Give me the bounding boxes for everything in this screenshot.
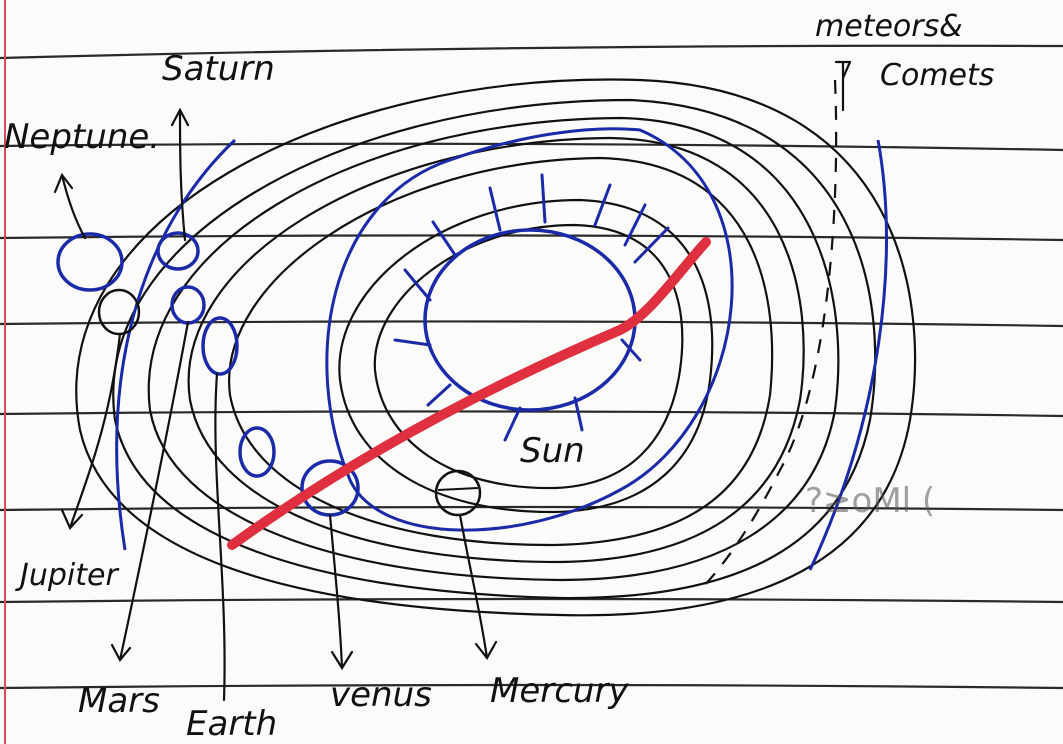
label-arrows <box>53 60 852 702</box>
planet-mercury-band <box>437 487 479 491</box>
arrow-saturn <box>170 107 190 242</box>
sun-ray <box>633 226 670 264</box>
sun-ray <box>503 406 522 442</box>
sun-ray <box>431 220 457 257</box>
sun-rays <box>393 173 670 442</box>
orbit <box>187 136 805 564</box>
label-mars: Mars <box>78 681 160 721</box>
ruled-line <box>0 505 1063 512</box>
sun-ray <box>540 173 547 224</box>
orbit <box>338 198 714 514</box>
label-mercury: Mercury <box>490 671 629 711</box>
label-sun: Sun <box>520 431 585 471</box>
label-neptune: Neptune. <box>4 117 160 157</box>
arrow-mercury <box>458 513 498 660</box>
sun-ray <box>593 183 612 227</box>
sun-ray <box>573 396 584 432</box>
arrow-earth <box>214 372 226 702</box>
ruled-line <box>0 44 1063 60</box>
planet-neptune <box>56 232 124 292</box>
orbit-blue-outer-right <box>808 139 888 571</box>
label-venus: venus <box>330 675 432 715</box>
orbit-blue-inner <box>325 127 734 532</box>
arrow-meteors <box>834 60 852 112</box>
planet-mars <box>201 316 239 376</box>
label-comets: Comets <box>880 58 994 93</box>
planet-earth <box>238 426 276 478</box>
arrow-venus <box>328 513 354 671</box>
faint-text: ?≥oMl ( <box>805 481 935 521</box>
orbit <box>228 156 774 547</box>
orbit-outer <box>75 78 917 617</box>
ruled-line <box>0 597 1063 604</box>
meteor-comet-belt <box>699 79 838 591</box>
ruled-line <box>0 320 1063 328</box>
orbit <box>147 116 840 582</box>
label-earth: Earth <box>186 704 277 744</box>
sun-ray <box>620 338 642 362</box>
label-jupiter: Jupiter <box>15 558 119 593</box>
sun-ray <box>623 203 647 247</box>
arrow-neptune <box>53 172 87 240</box>
sun-ray <box>488 186 502 232</box>
orbit <box>112 98 877 600</box>
sun-ray <box>393 338 432 347</box>
planet-mercury-body <box>434 469 482 517</box>
planet-mercury <box>434 469 482 517</box>
sun-ray <box>403 268 432 302</box>
sun-ray <box>426 383 452 407</box>
planet-saturn <box>156 231 200 271</box>
label-meteors: meteors& <box>815 9 963 44</box>
red-highlight-stroke <box>227 237 711 550</box>
arrow-jupiter <box>60 332 122 530</box>
label-saturn: Saturn <box>162 49 275 89</box>
arrow-mars <box>110 320 190 662</box>
ruled-line <box>0 683 1063 690</box>
ruled-line <box>0 234 1063 242</box>
